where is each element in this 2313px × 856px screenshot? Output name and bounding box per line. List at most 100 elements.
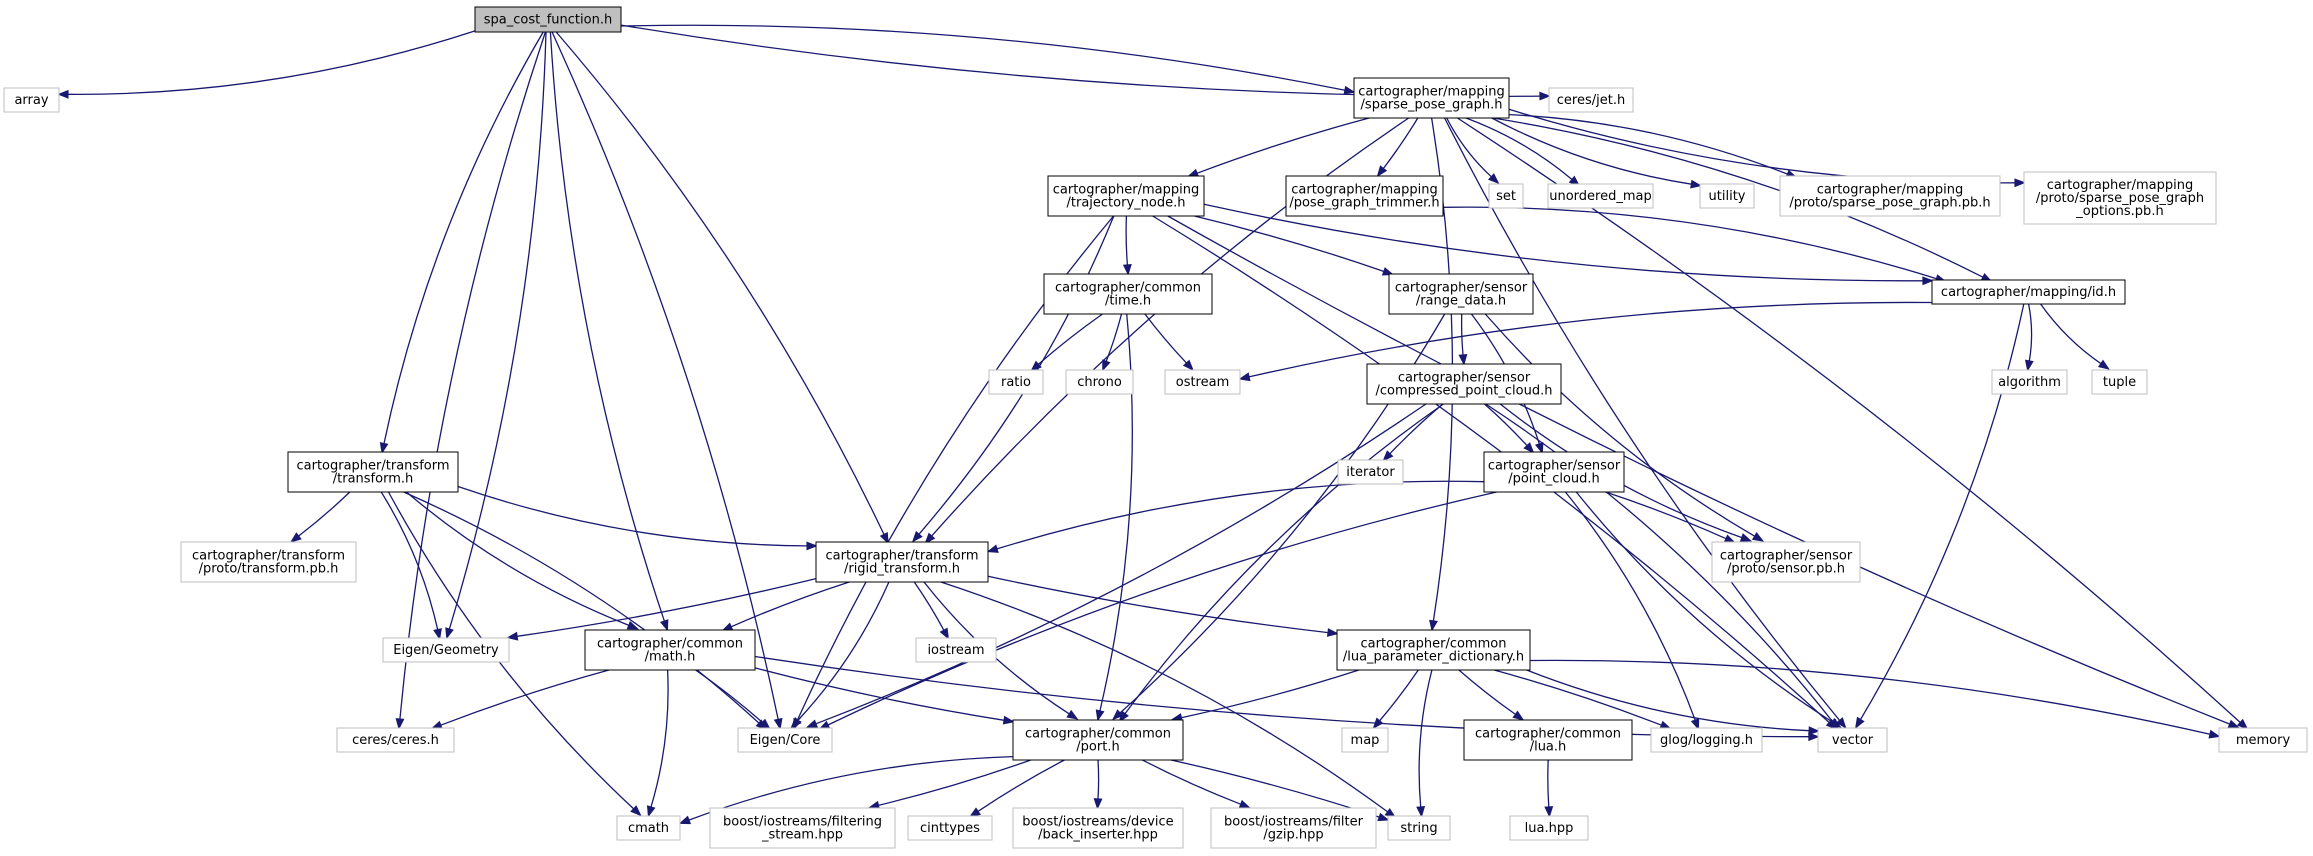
edge-mapping_id-to-vector bbox=[1854, 303, 2025, 729]
edge-line bbox=[298, 491, 351, 537]
edge-arrowhead bbox=[1122, 263, 1132, 276]
node-mapping-id[interactable]: cartographer/mapping/id.h bbox=[1931, 279, 2126, 305]
node-label: utility bbox=[1709, 189, 1746, 204]
node-label: cinttypes bbox=[920, 821, 980, 836]
edge-line bbox=[551, 31, 779, 720]
edge-arrowhead bbox=[790, 716, 802, 729]
node-label: _options.pb.h bbox=[2075, 204, 2163, 219]
node-box bbox=[1285, 175, 1444, 217]
edge-line bbox=[650, 669, 669, 808]
edge-arrowhead bbox=[395, 718, 405, 730]
node-compressed-point-cloud[interactable]: cartographer/sensor/compressed_point_clo… bbox=[1366, 363, 1562, 405]
node-back-inserter: boost/iostreams/device/back_inserter.hpp bbox=[1012, 807, 1184, 849]
node-transform-transform[interactable]: cartographer/transform/transform.h bbox=[287, 451, 459, 493]
node-sparse-pose-graph[interactable]: cartographer/mapping/sparse_pose_graph.h bbox=[1353, 77, 1510, 119]
node-sensor-range-data[interactable]: cartographer/sensor/range_data.h bbox=[1388, 273, 1534, 315]
edge-sensor_range_data-to-sensor_pb bbox=[1484, 313, 1765, 542]
node-spa[interactable]: spa_cost_function.h bbox=[474, 6, 622, 33]
edge-arrowhead bbox=[2024, 359, 2034, 372]
edge-arrowhead bbox=[1458, 353, 1468, 366]
edge-sparse_pose_graph-to-set bbox=[1446, 117, 1500, 185]
edge-arrowhead bbox=[759, 718, 771, 730]
edge-line bbox=[2040, 303, 2102, 365]
edge-arrowhead bbox=[678, 815, 692, 825]
edge-arrowhead bbox=[2227, 719, 2240, 729]
edge-arrowhead bbox=[1118, 710, 1129, 723]
edge-line bbox=[457, 485, 808, 547]
edge-arrowhead bbox=[506, 631, 519, 641]
edge-rigid_transform-to-lua_parameter_dictionary bbox=[987, 575, 1339, 637]
node-box bbox=[1699, 183, 1755, 209]
edge-spa-to-transform_transform bbox=[379, 31, 544, 455]
edge-line bbox=[1605, 491, 1727, 540]
node-common-math[interactable]: cartographer/common/math.h bbox=[584, 629, 756, 671]
node-label: /proto/sparse_pose_graph.pb.h bbox=[1789, 196, 1990, 211]
edge-arrowhead bbox=[1343, 85, 1356, 95]
node-label: cmath bbox=[628, 821, 669, 836]
node-string: string bbox=[1387, 815, 1451, 841]
edge-spa-to-rigid_transform bbox=[555, 31, 889, 545]
node-box bbox=[616, 815, 681, 841]
edge-arrowhead bbox=[379, 442, 389, 455]
node-eigen-core: Eigen/Core bbox=[737, 727, 833, 753]
node-label: /transform.h bbox=[333, 472, 413, 487]
node-box bbox=[2023, 171, 2217, 225]
edge-transform_transform-to-common_math bbox=[405, 491, 639, 630]
edge-arrowhead bbox=[1690, 718, 1700, 731]
node-box bbox=[1210, 807, 1377, 849]
edge-common_port-to-cmath bbox=[678, 755, 1014, 825]
node-label: cartographer/common bbox=[1361, 637, 1507, 652]
node-label: /proto/sensor.pb.h bbox=[1727, 562, 1845, 577]
edge-arrowhead bbox=[1238, 372, 1251, 382]
node-sensor-pb: cartographer/sensor/proto/sensor.pb.h bbox=[1711, 541, 1861, 583]
node-label: cartographer/mapping bbox=[1358, 85, 1505, 100]
edge-sensor_point_cloud-to-rigid_transform bbox=[986, 480, 1485, 553]
node-rigid-transform[interactable]: cartographer/transform/rigid_transform.h bbox=[815, 541, 989, 583]
node-label: /math.h bbox=[645, 650, 696, 665]
node-box bbox=[382, 637, 510, 663]
edge-line bbox=[1526, 669, 1810, 732]
edge-common_port-to-cinttypes bbox=[968, 759, 1065, 818]
edge-arrowhead bbox=[630, 805, 642, 817]
edge-arrowhead bbox=[1535, 441, 1544, 455]
edge-line bbox=[1379, 669, 1419, 722]
node-label: ceres/ceres.h bbox=[352, 733, 439, 748]
edges-layer bbox=[57, 24, 2249, 825]
node-tuple: tuple bbox=[2091, 369, 2148, 395]
node-box bbox=[1463, 719, 1633, 761]
node-sensor-point-cloud[interactable]: cartographer/sensor/point_cloud.h bbox=[1483, 451, 1625, 493]
node-box bbox=[1366, 363, 1562, 405]
node-box bbox=[2218, 727, 2308, 753]
edge-arrowhead bbox=[1723, 534, 1736, 544]
node-common-port[interactable]: cartographer/common/port.h bbox=[1012, 719, 1184, 761]
edge-sparse_pose_graph-to-trajectory_node bbox=[1186, 117, 1370, 178]
node-sparse-pose-graph-options-pb: cartographer/mapping/proto/sparse_pose_g… bbox=[2023, 171, 2217, 225]
edge-line bbox=[1382, 117, 1419, 169]
node-cmath: cmath bbox=[616, 815, 681, 841]
node-label: memory bbox=[2236, 733, 2291, 748]
edge-arrowhead bbox=[1690, 179, 1703, 189]
edge-line bbox=[1492, 117, 1984, 278]
edge-common_math-to-ceres_ceres bbox=[430, 669, 610, 730]
node-iterator: iterator bbox=[1337, 459, 1404, 485]
edge-arrowhead bbox=[1835, 717, 1847, 729]
node-box bbox=[336, 727, 455, 753]
edge-line bbox=[996, 480, 1485, 550]
node-common-time[interactable]: cartographer/common/time.h bbox=[1043, 273, 1213, 315]
edge-arrowhead bbox=[1854, 716, 1865, 729]
node-label: cartographer/mapping bbox=[1053, 183, 1200, 198]
node-gzip: boost/iostreams/filter/gzip.hpp bbox=[1210, 807, 1377, 849]
edge-common_math-to-common_port bbox=[754, 667, 1015, 725]
edge-line bbox=[987, 575, 1329, 634]
node-pose-graph-trimmer[interactable]: cartographer/mapping/pose_graph_trimmer.… bbox=[1285, 175, 1444, 217]
node-trajectory-node[interactable]: cartographer/mapping/trajectory_node.h bbox=[1047, 175, 1205, 217]
edge-spa-to-eigen_core bbox=[551, 31, 783, 731]
node-common-lua[interactable]: cartographer/common/lua.h bbox=[1463, 719, 1633, 761]
edge-arrowhead bbox=[986, 544, 999, 553]
node-label: cartographer/sensor bbox=[1720, 549, 1853, 564]
edge-line bbox=[1099, 313, 1133, 712]
edge-arrowhead bbox=[2208, 729, 2221, 739]
node-label: /point_cloud.h bbox=[1508, 472, 1600, 487]
node-lua-parameter-dictionary[interactable]: cartographer/common/lua_parameter_dictio… bbox=[1336, 629, 1531, 671]
edge-spa-to-array bbox=[57, 30, 476, 99]
